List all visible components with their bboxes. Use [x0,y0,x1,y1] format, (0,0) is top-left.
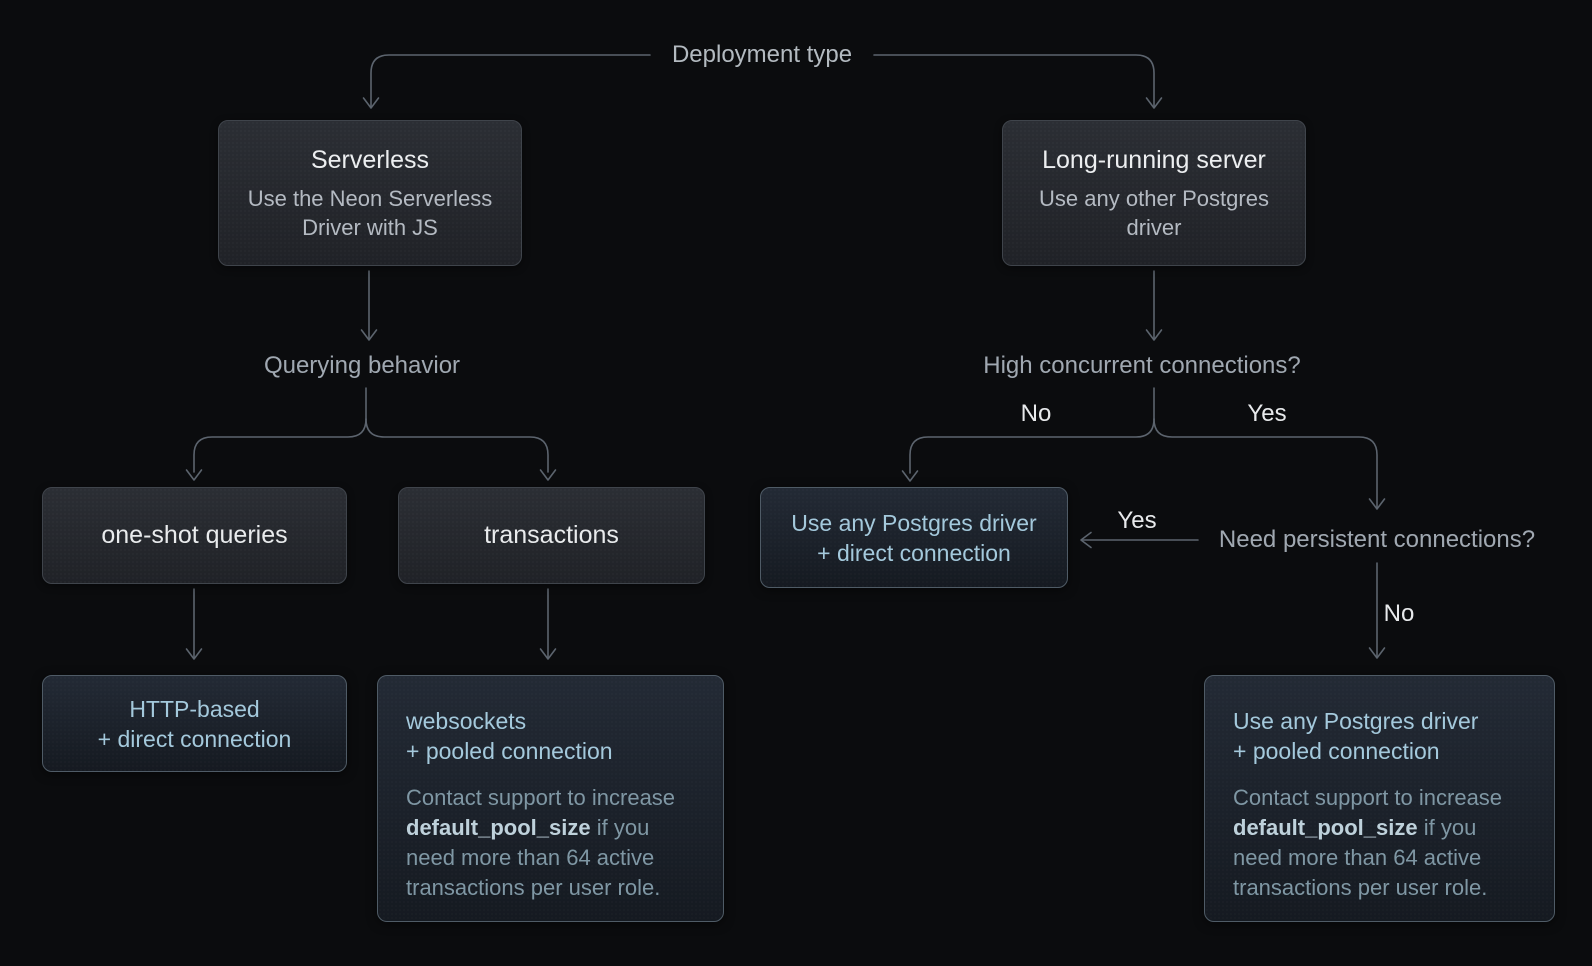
node-serverless: Serverless Use the Neon Serverless Drive… [218,120,522,266]
node-websockets-line1: websockets [406,708,527,734]
edge-oneshot-http [185,588,203,660]
note-suffix: if you need more than 64 active transact… [1233,815,1488,900]
edge-concurrent-direct-arrowhead [901,470,919,482]
edge-serverless-querying [360,270,378,341]
node-pooled-any-driver: Use any Postgres driver + pooled connect… [1204,675,1555,922]
edge-concurrent-persistent-line [1153,418,1378,509]
edge-querying-oneshot [185,418,367,481]
edge-longrunning-concurrent-arrowhead [1145,329,1163,341]
node-pooled-any-note: Contact support to increase default_pool… [1233,783,1526,903]
edge-querying-oneshot-line [193,418,367,473]
node-pooled-any-line1: Use any Postgres driver [1233,708,1479,734]
edge-querying-oneshot-arrowhead [185,469,203,481]
edge-label-persistent-no: No [1383,600,1415,627]
node-one-shot-queries: one-shot queries [42,487,347,584]
edge-root-serverless-arrowhead [362,97,380,109]
root-label-deployment-type: Deployment type [671,41,853,68]
node-direct-any-line1: Use any Postgres driver [791,509,1037,536]
decision-label-need-persistent: Need persistent connections? [1218,526,1536,553]
edge-persistent-pooled-arrowhead [1368,647,1386,659]
node-transactions-label: transactions [484,521,619,549]
edge-transactions-websockets [539,588,557,660]
edge-root-serverless [362,54,651,109]
edge-oneshot-http-arrowhead [185,648,203,660]
edge-longrunning-concurrent [1145,270,1163,341]
edge-concurrent-persistent-arrowhead [1368,498,1386,510]
decision-label-querying-behavior: Querying behavior [263,352,461,379]
node-direct-any-driver: Use any Postgres driver + direct connect… [760,487,1068,588]
note-prefix: Contact support to increase [406,785,676,810]
node-websockets-line2: + pooled connection [406,738,613,764]
edge-querying-transactions-line [365,418,549,473]
edge-persistent-pooled [1368,562,1386,659]
edge-label-concurrent-yes: Yes [1247,400,1287,427]
edge-persistent-direct-arrowhead [1080,531,1092,549]
decision-label-high-concurrent: High concurrent connections? [983,352,1301,379]
node-direct-any-line2: + direct connection [817,539,1011,566]
edge-persistent-direct [1080,531,1199,549]
edge-label-concurrent-no: No [1020,400,1052,427]
note-prefix: Contact support to increase [1233,785,1503,810]
note-code-default-pool-size: default_pool_size [406,815,591,840]
node-pooled-any-line2: + pooled connection [1233,738,1440,764]
node-serverless-title: Serverless [310,145,430,174]
node-http-based: HTTP-based + direct connection [42,675,347,772]
node-websockets-note: Contact support to increase default_pool… [406,783,695,903]
node-transactions: transactions [398,487,705,584]
edge-root-longrunning-arrowhead [1145,97,1163,109]
edge-serverless-querying-arrowhead [360,329,378,341]
node-serverless-subtitle: Use the Neon Serverless Driver with JS [247,185,493,240]
node-long-running-title: Long-running server [1042,145,1266,174]
edge-root-serverless-line [370,54,651,108]
edge-root-longrunning-line [873,54,1155,108]
node-websockets-pooled: websockets + pooled connection Contact s… [377,675,724,922]
note-suffix: if you need more than 64 active transact… [406,815,661,900]
node-http-based-line1: HTTP-based [129,695,260,722]
edge-transactions-websockets-arrowhead [539,648,557,660]
edge-label-persistent-yes: Yes [1117,507,1157,534]
edge-concurrent-direct-line [909,418,1155,474]
edge-root-longrunning [873,54,1163,109]
node-one-shot-label: one-shot queries [101,521,288,549]
node-long-running-subtitle: Use any other Postgres driver [1039,185,1269,240]
edge-querying-transactions [365,418,557,481]
edge-concurrent-direct [901,418,1155,482]
note-code-default-pool-size: default_pool_size [1233,815,1418,840]
node-long-running-server: Long-running server Use any other Postgr… [1002,120,1306,266]
node-http-based-line2: + direct connection [97,725,292,752]
edge-querying-transactions-arrowhead [539,469,557,481]
edge-concurrent-persistent [1153,418,1386,510]
